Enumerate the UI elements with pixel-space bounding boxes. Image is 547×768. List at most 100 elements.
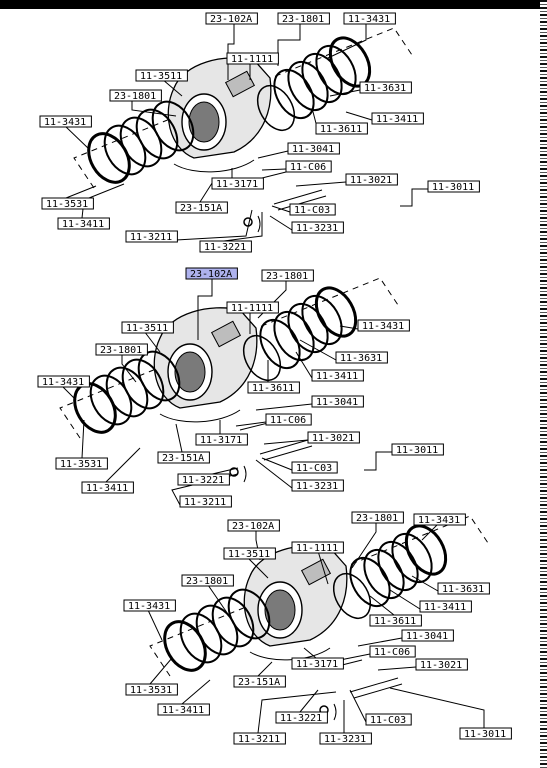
part-label[interactable]: 23-151A	[175, 201, 228, 214]
part-label[interactable]: 11-3171	[211, 177, 264, 190]
part-label[interactable]: 23-102A	[185, 267, 238, 280]
part-label[interactable]: 11-C03	[291, 461, 338, 474]
housing-base	[173, 159, 255, 173]
part-label[interactable]: 11-3211	[233, 732, 286, 745]
part-label[interactable]: 11-1111	[291, 541, 344, 554]
part-label[interactable]: 11-3221	[275, 711, 328, 724]
centerline	[149, 515, 491, 677]
part-label[interactable]: 11-3011	[459, 727, 512, 740]
part-label[interactable]: 11-3431	[357, 319, 410, 332]
part-number: 11-3211	[184, 497, 226, 508]
part-label[interactable]: 11-3221	[177, 473, 230, 486]
part-label-box	[369, 614, 422, 627]
part-label[interactable]: 11-3431	[413, 513, 466, 526]
part-label[interactable]: 23-1801	[277, 12, 330, 25]
seal-ring-right	[404, 524, 448, 576]
part-label[interactable]: 23-151A	[233, 675, 286, 688]
part-label[interactable]: 11-3231	[291, 221, 344, 234]
part-label[interactable]: 11-3511	[121, 321, 174, 334]
part-label[interactable]: 11-3171	[195, 433, 248, 446]
part-label[interactable]: 11-3511	[223, 547, 276, 560]
part-label[interactable]: 11-3631	[335, 351, 388, 364]
part-label[interactable]: 11-3431	[343, 12, 396, 25]
leader-line	[175, 423, 183, 453]
part-label[interactable]: 11-1111	[226, 52, 279, 65]
part-label[interactable]: 11-3411	[419, 600, 472, 613]
part-label[interactable]: 11-3021	[345, 173, 398, 186]
part-label-box	[95, 343, 148, 356]
seal-ring-right	[314, 286, 358, 338]
part-label[interactable]: 11-3431	[39, 115, 92, 128]
part-label[interactable]: 11-3411	[57, 217, 110, 230]
leader-line	[349, 689, 367, 723]
part-label[interactable]: 11-C06	[265, 413, 312, 426]
part-label[interactable]: 11-3611	[369, 614, 422, 627]
part-number: 11-3531	[46, 199, 88, 210]
sleeve	[242, 334, 282, 382]
part-label[interactable]: 11-3041	[401, 629, 454, 642]
leader-line	[149, 657, 173, 685]
part-number: 11-3411	[424, 602, 466, 613]
part-label[interactable]: 23-102A	[227, 519, 280, 532]
part-label[interactable]: 11-1111	[226, 301, 279, 314]
leader-line	[261, 168, 287, 171]
part-number: 23-102A	[210, 14, 252, 25]
part-label[interactable]: 11-3041	[287, 142, 340, 155]
part-label[interactable]: 11-3221	[199, 240, 252, 253]
part-label[interactable]: 11-3531	[41, 197, 94, 210]
part-label[interactable]: 11-C06	[285, 160, 332, 173]
part-label-box	[371, 112, 424, 125]
part-label[interactable]: 11-3611	[247, 381, 300, 394]
part-label-box	[369, 645, 416, 658]
part-label[interactable]: 11-C03	[365, 713, 412, 726]
part-number: 11-3511	[228, 549, 270, 560]
part-label[interactable]: 23-1801	[95, 343, 148, 356]
part-label[interactable]: 23-1801	[261, 269, 314, 282]
part-label[interactable]: 11-3021	[307, 431, 360, 444]
part-label[interactable]: 11-C03	[289, 203, 336, 216]
part-label[interactable]: 11-3211	[125, 230, 178, 243]
part-label[interactable]: 11-3211	[179, 495, 232, 508]
part-label[interactable]: 11-3411	[371, 112, 424, 125]
leader-line	[345, 111, 373, 121]
part-label-box	[345, 173, 398, 186]
part-label-box	[125, 230, 178, 243]
part-label[interactable]: 23-1801	[109, 89, 162, 102]
part-label-box	[55, 457, 108, 470]
part-label[interactable]: 11-3411	[311, 369, 364, 382]
part-label[interactable]: 11-3431	[37, 375, 90, 388]
part-label-box	[359, 81, 412, 94]
part-label[interactable]: 11-3611	[315, 122, 368, 135]
leader-line	[247, 557, 269, 579]
part-label[interactable]: 23-102A	[205, 12, 258, 25]
part-label[interactable]: 11-3231	[319, 732, 372, 745]
part-label[interactable]: 11-3411	[81, 481, 134, 494]
part-label[interactable]: 11-3631	[437, 582, 490, 595]
part-label[interactable]: 11-C06	[369, 645, 416, 658]
part-label[interactable]: 11-3511	[135, 69, 188, 82]
part-label[interactable]: 11-3011	[391, 443, 444, 456]
part-label-box	[261, 269, 314, 282]
part-label[interactable]: 23-151A	[157, 451, 210, 464]
part-label[interactable]: 11-3021	[415, 658, 468, 671]
part-label[interactable]: 11-3041	[311, 395, 364, 408]
part-label[interactable]: 11-3231	[291, 479, 344, 492]
part-label-box	[391, 443, 444, 456]
part-label[interactable]: 11-3631	[359, 81, 412, 94]
part-label[interactable]: 11-3531	[125, 683, 178, 696]
part-number: 11-3431	[44, 117, 86, 128]
part-label[interactable]: 11-3011	[427, 180, 480, 193]
part-label[interactable]: 11-3531	[55, 457, 108, 470]
part-label[interactable]: 11-3171	[291, 657, 344, 670]
part-label-box	[227, 519, 280, 532]
part-label[interactable]: 11-3431	[123, 599, 176, 612]
part-label-box	[157, 703, 210, 716]
part-label[interactable]: 23-1801	[351, 511, 404, 524]
part-number: 11-3211	[238, 734, 280, 745]
part-label-box	[109, 89, 162, 102]
part-number: 11-3231	[296, 223, 338, 234]
part-label[interactable]: 11-3411	[157, 703, 210, 716]
part-label[interactable]: 23-1801	[181, 574, 234, 587]
leader-line	[197, 279, 213, 340]
